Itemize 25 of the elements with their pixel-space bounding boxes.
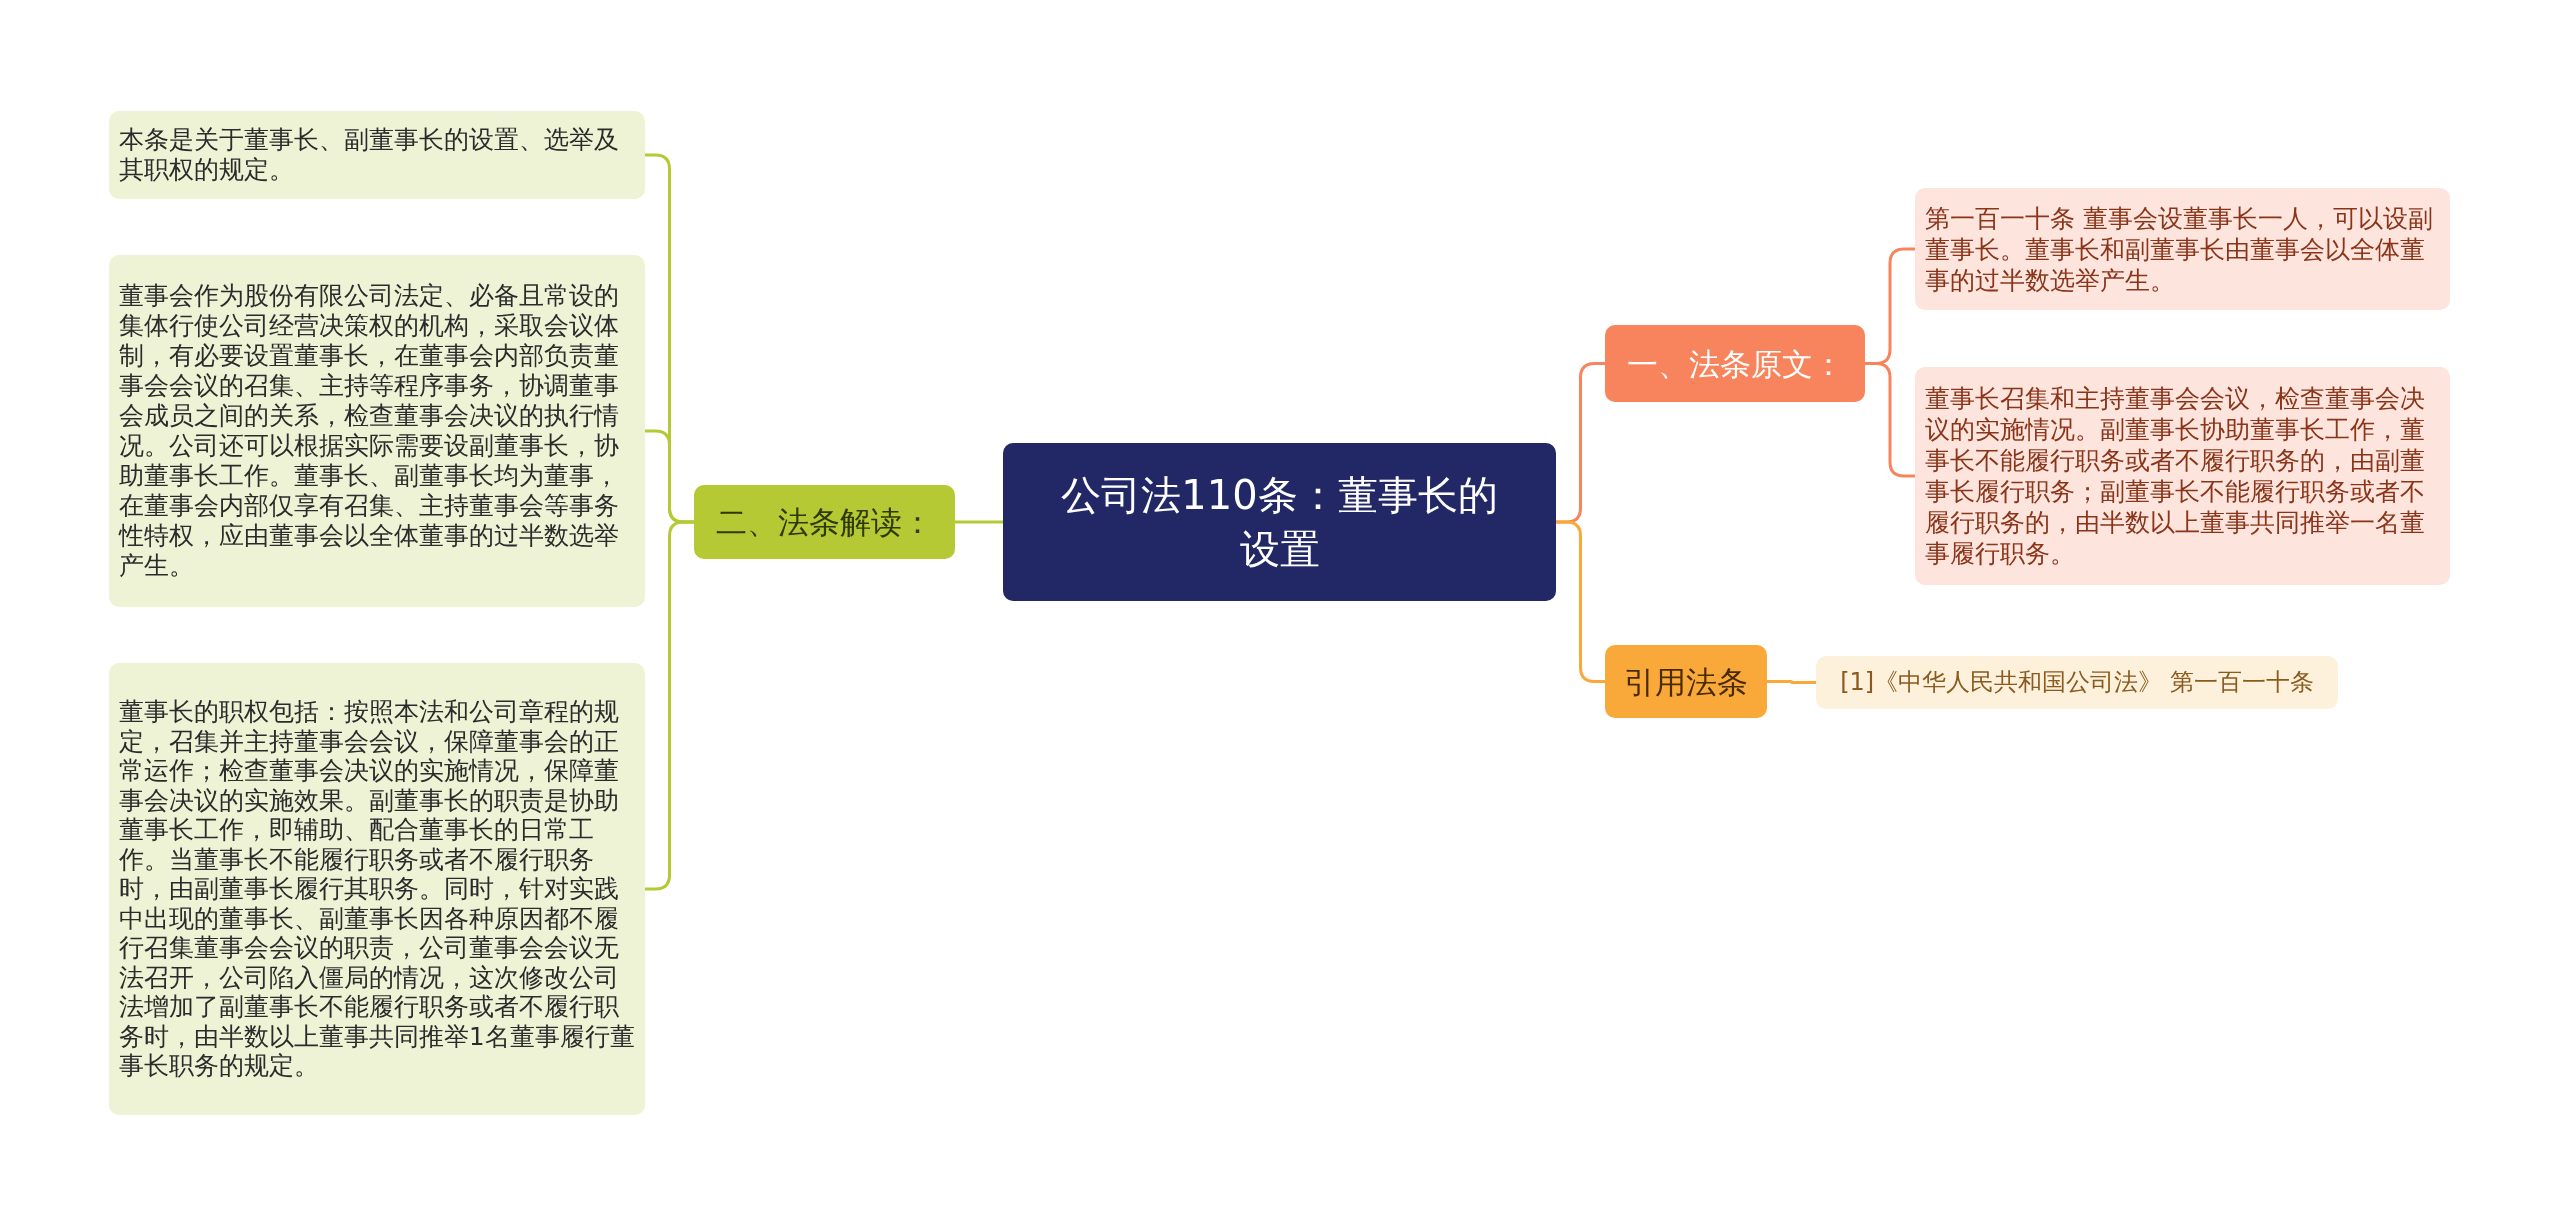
connector-line [955, 520, 1003, 524]
node-text: 公司法110条：董事长的设置 [1060, 471, 1499, 574]
connector-line [1556, 520, 1605, 683]
node-text: 本条是关于董事长、副董事长的设置、选举及其职权的规定。 [119, 125, 620, 185]
text-card [1915, 188, 2450, 310]
connector-line [1767, 680, 1816, 684]
branch-box [694, 485, 955, 559]
node-text: [1]《中华人民共和国公司法》 第一百一十条 [1840, 667, 2314, 698]
branch-box [1605, 325, 1865, 402]
text-card [109, 111, 645, 199]
node-text: 引用法条 [1624, 662, 1748, 702]
node-text: 第一百一十条 董事会设董事长一人，可以设副董事长。董事长和副董事长由董事会以全体董事的过半数选举产生。 [1925, 202, 2434, 296]
connector-line [1865, 362, 1915, 478]
topic-box [1003, 443, 1556, 601]
text-card [109, 663, 645, 1115]
node-text: 二、法条解读： [716, 503, 933, 542]
connector-line [645, 520, 694, 891]
node-text: 董事长召集和主持董事会会议，检查董事会决议的实施情况。副董事长协助董事长工作，董事长不能履行职务或者不履行职务的，由副董事长履行职务；副董事长不能履行职务或者不履行职务的，由半数以上董事共同推举一名董事履行职务。 [1925, 383, 2426, 569]
reference-card [1816, 656, 2338, 709]
text-card [109, 255, 645, 607]
node-text: 董事长的职权包括：按照本法和公司章程的规定，召集并主持董事会会议，保障董事会的正常运作；检查董事会决议的实施情况，保障董事会决议的实施效果。副董事长的职责是协助董事长工作，即辅助、配合董事长的日常工作。当董事长不能履行职务或者不履行职务时，由副董事长履行其职务。同时，针对实践中出现的董事长、副董事长因各种原因都不履行召集董事会会议的职责，公司董事会会议无法召开，公司陷入僵局的情况，这次修改公司法增加了副董事长不能履行职务或者不履行职务时，由半数以上董事共同推举1名董事履行董事长职务的规定。 [119, 697, 635, 1081]
node-text: 一、法条原文： [1626, 344, 1844, 384]
text-card [1915, 367, 2450, 585]
branch-box [1605, 645, 1767, 718]
node-text: 董事会作为股份有限公司法定、必备且常设的集体行使公司经营决策权的机构，采取会议体制，有必要设置董事长，在董事会内部负责董事会会议的召集、主持等程序事务，协调董事会成员之间的关系，检查董事会决议的执行情况。公司还可以根据实际需要设副董事长，协助董事长工作。董事长、副董事长均为董事，在董事会内部仅享有召集、主持董事会等事务性特权，应由董事会以全体董事的过半数选举产生。 [119, 281, 620, 581]
